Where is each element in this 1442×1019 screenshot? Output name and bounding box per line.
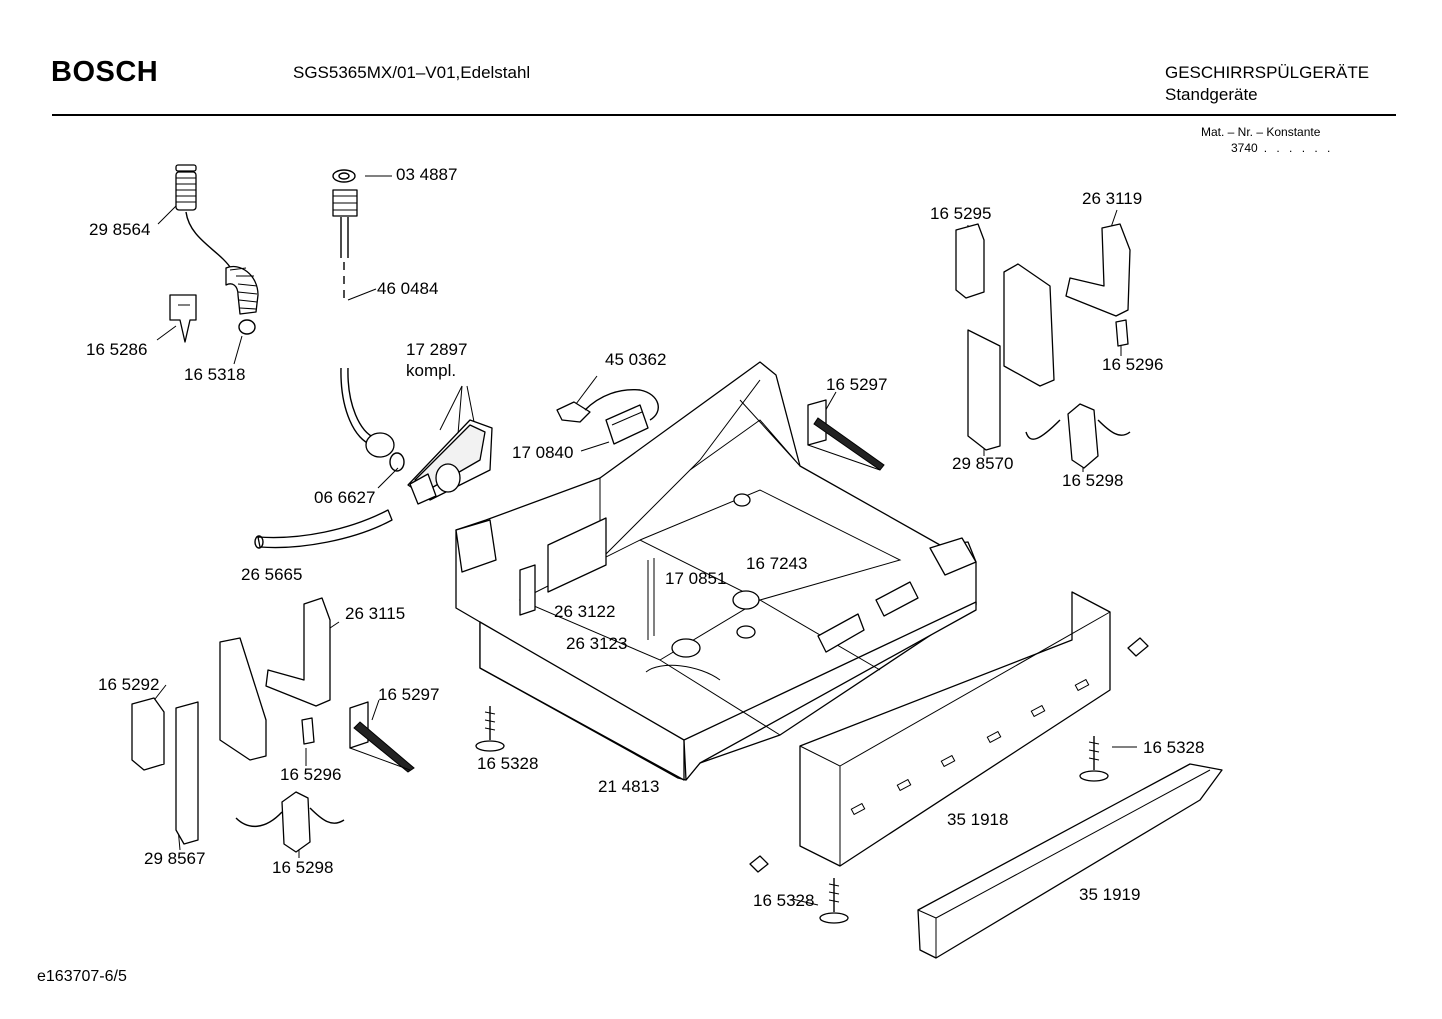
connector-hose-part [254,509,393,549]
part-label: 16 5298 [1062,471,1124,490]
inlet-hose-part [332,169,405,472]
model-title: SGS5365MX/01–V01,Edelstahl [293,63,531,82]
part-label: 26 3119 [1082,189,1143,208]
document-id: e163707-6/5 [37,968,127,985]
part-label: 16 5296 [1102,355,1164,374]
part-label: 16 5297 [826,375,888,394]
mat-number-value: 3740 [1231,141,1258,155]
part-label: 16 5328 [477,754,539,773]
part-label: 35 1919 [1079,885,1141,904]
part-label: 16 5292 [98,675,160,694]
part-label: 35 1918 [947,810,1009,829]
front-trim-part [917,763,1223,959]
part-label: 16 5328 [753,891,815,910]
subcategory-title: Standgeräte [1165,85,1258,104]
clip-part [169,294,197,343]
part-label: 16 5295 [930,204,992,223]
part-label: 26 3123 [566,634,628,653]
mat-number-label: Mat. – Nr. – Konstante [1201,125,1321,139]
screw-bottom-part [819,878,849,924]
small-screw-part [749,637,1149,873]
part-label: 17 0840 [512,443,574,462]
part-label: 17 2897 [406,340,468,359]
mat-number-dots: . . . . . . [1263,141,1334,155]
brand-logo: BOSCH [51,56,159,88]
part-label: 26 5665 [241,565,303,584]
part-label: 16 5318 [184,365,246,384]
valve-assembly-part [407,419,493,505]
wiring-harness-part [556,388,659,445]
spring-right-part [807,399,885,471]
header-rule [52,114,1396,116]
part-label: 45 0362 [605,350,667,369]
part-label: 26 3122 [554,602,616,621]
part-label: 16 5297 [378,685,440,704]
part-label: kompl. [406,361,457,380]
mat-number-value-row: 3740 . . . . . . [1231,141,1333,155]
screw-right-part [1079,736,1109,782]
part-label: 26 3115 [345,604,406,623]
part-label: 16 5298 [272,858,334,877]
part-label: 16 5286 [86,340,148,359]
category-title: GESCHIRRSPÜLGERÄTE [1165,63,1370,82]
spring-left-part [349,701,415,773]
screw-left-part [475,706,505,752]
part-label: 16 5296 [280,765,342,784]
part-label: 46 0484 [377,279,439,298]
part-label: 29 8567 [144,849,206,868]
base-tub-part [455,361,977,781]
part-label: 21 4813 [598,777,660,796]
part-label: 17 0851 [665,569,727,588]
part-label: 16 7243 [746,554,808,573]
part-label: 03 4887 [396,165,458,184]
drain-hose-part [175,164,259,335]
bracket-left-part [131,597,345,853]
part-label: 06 6627 [314,488,376,507]
part-label: 29 8570 [952,454,1014,473]
part-label: 29 8564 [89,220,151,239]
plinth-panel-part [799,591,1111,867]
bracket-right-part [955,223,1131,469]
part-label: 16 5328 [1143,738,1205,757]
